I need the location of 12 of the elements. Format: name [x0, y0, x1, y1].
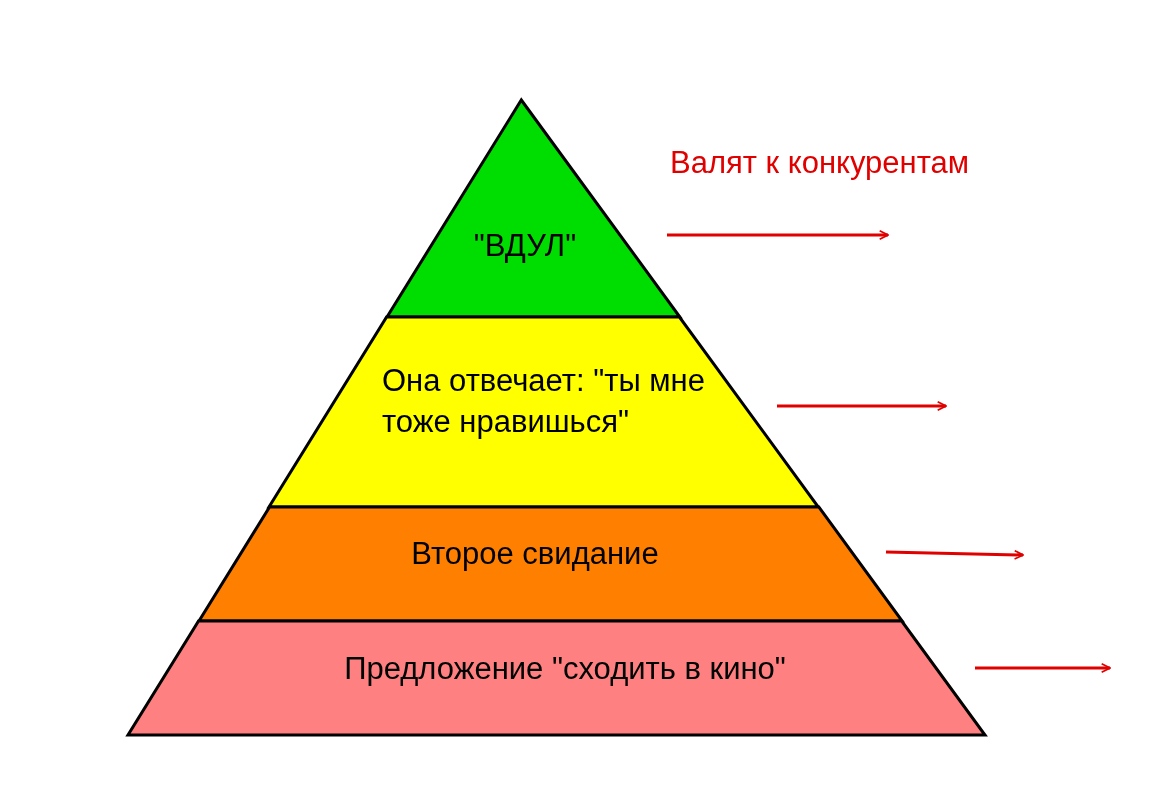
- arrow: [667, 230, 889, 240]
- layer-label: Второе свидание: [410, 535, 660, 573]
- pyramid-base-layer: [128, 621, 985, 735]
- layer-label: Предложение "сходить в кино": [343, 650, 787, 688]
- arrow: [975, 663, 1111, 673]
- layer-label: "ВДУЛ": [472, 227, 578, 265]
- arrow: [777, 401, 947, 411]
- note-text: Валят к конкурентам: [670, 144, 970, 182]
- pyramid-layer: [198, 507, 902, 621]
- layer-label: Она отвечает: "ты мне тоже нравишься": [382, 362, 706, 441]
- pyramid-layer: [269, 317, 819, 507]
- arrow: [885, 549, 1024, 560]
